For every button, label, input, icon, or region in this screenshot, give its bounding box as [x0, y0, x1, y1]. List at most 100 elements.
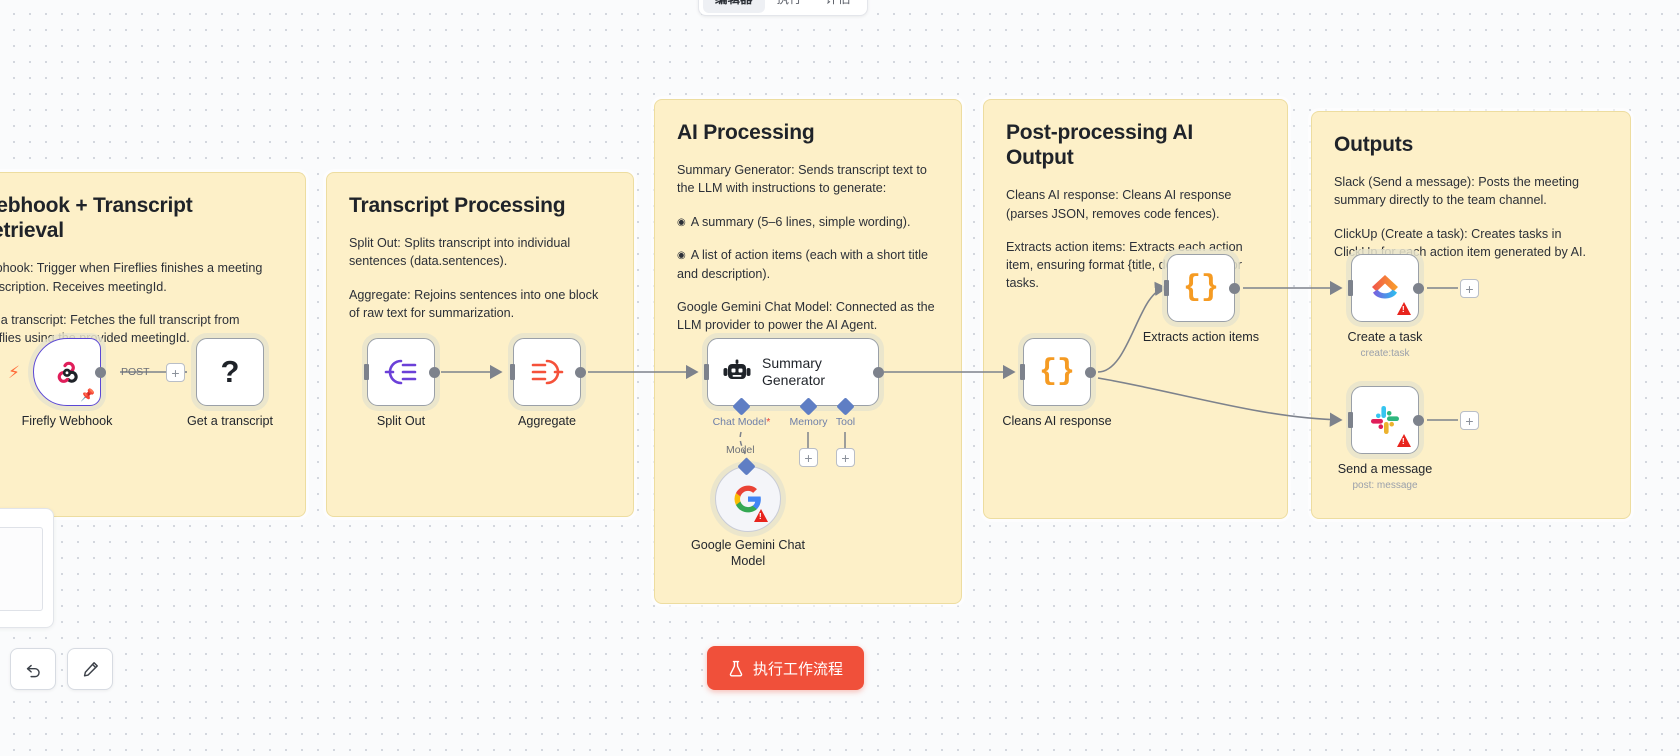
sticky-note-post-processing-ai-output[interactable]: Post-processing AI Output Cleans AI resp… — [983, 99, 1288, 519]
tidy-up-button[interactable] — [67, 648, 113, 690]
undo-button[interactable] — [10, 648, 56, 690]
aggregate-icon — [531, 359, 564, 385]
port-diamond-icon — [799, 397, 818, 416]
execute-workflow-button[interactable]: 执行工作流程 — [707, 646, 865, 690]
node-summary-generator[interactable]: Summary Generator Chat Model* Memory Too… — [704, 338, 884, 428]
tidy-up-icon — [83, 661, 98, 677]
canvas-minimap[interactable] — [0, 508, 54, 628]
node-label: Google Gemini Chat Model — [690, 538, 806, 568]
input-connector[interactable] — [510, 364, 515, 380]
node-google-gemini-chat-model[interactable]: Google Gemini Chat Model — [691, 457, 805, 568]
minimap-viewport[interactable] — [0, 527, 43, 611]
node-get-a-transcript[interactable]: ? Get a transcript — [187, 338, 273, 428]
question-mark-icon: ? — [220, 354, 240, 389]
node-subtitle: create:task — [1360, 348, 1410, 359]
node-create-a-task[interactable]: Create a task create:task — [1348, 254, 1424, 359]
node-box[interactable] — [1348, 254, 1424, 322]
node-box[interactable] — [510, 338, 586, 406]
node-box[interactable]: ? — [196, 338, 264, 406]
node-label: Create a task — [1347, 330, 1423, 344]
sticky-note-ai-processing[interactable]: AI Processing Summary Generator: Sends t… — [654, 99, 962, 604]
input-connector[interactable] — [1348, 280, 1353, 296]
tab-evaluations[interactable]: 评估 — [814, 0, 863, 13]
output-connector[interactable] — [1229, 282, 1240, 294]
add-memory-button[interactable]: + — [799, 448, 818, 467]
sticky-bullet: A list of action items (each with a shor… — [677, 246, 939, 283]
node-firefly-webhook[interactable]: ⚡ 📌 Firefly Webhook — [8, 338, 112, 428]
node-subtitle: post: message — [1352, 480, 1418, 491]
node-split-out[interactable]: Split Out — [364, 338, 440, 428]
warning-icon — [1397, 302, 1411, 315]
input-connector[interactable] — [704, 364, 709, 380]
sticky-paragraph: Webhook: Trigger when Fireflies finishes… — [0, 261, 263, 294]
node-box[interactable] — [364, 338, 440, 406]
tab-editor[interactable]: 编辑器 — [703, 0, 765, 13]
sticky-title: AI Processing — [677, 121, 815, 144]
input-connector[interactable] — [1348, 412, 1353, 428]
output-connector[interactable] — [429, 366, 440, 378]
node-label: Cleans AI response — [1002, 414, 1112, 428]
input-connector[interactable] — [364, 364, 369, 380]
node-label: Summary Generator — [762, 355, 826, 388]
port-memory[interactable]: Memory — [790, 397, 827, 428]
port-label: Tool — [835, 416, 856, 428]
sticky-paragraph: Aggregate: Rejoins sentences into one bl… — [349, 287, 599, 320]
fireflies-webhook-icon — [57, 361, 78, 383]
add-node-button[interactable]: + — [1460, 411, 1479, 430]
node-aggregate[interactable]: Aggregate — [510, 338, 586, 428]
port-tool[interactable]: Tool — [836, 397, 855, 428]
editor-tab-bar: 编辑器 执行 评估 — [698, 0, 868, 16]
tab-executions[interactable]: 执行 — [765, 0, 814, 13]
sticky-title: Post-processing AI Output — [1006, 121, 1193, 170]
clickup-icon — [1372, 275, 1398, 299]
sticky-paragraph: Split Out: Splits transcript into indivi… — [349, 236, 571, 269]
flask-icon — [729, 660, 743, 676]
node-box[interactable] — [1348, 386, 1424, 454]
node-box[interactable]: ⚡ 📌 — [8, 338, 106, 406]
output-connector[interactable] — [1413, 414, 1424, 426]
port-label: Memory — [789, 416, 828, 428]
edge-label-post: POST — [121, 366, 150, 378]
output-connector[interactable] — [1413, 282, 1424, 294]
add-node-button[interactable]: + — [166, 363, 185, 382]
node-label: Firefly Webhook — [21, 414, 113, 428]
edge-label-model: Model — [726, 444, 755, 456]
node-box[interactable]: Summary Generator — [704, 338, 884, 406]
node-label: Get a transcript — [186, 414, 274, 428]
port-label: Chat Model* — [712, 416, 771, 428]
node-label: Aggregate — [517, 414, 577, 428]
node-box[interactable]: {} — [1164, 254, 1240, 322]
pin-icon: 📌 — [80, 388, 95, 402]
sticky-title: Webhook + Transcript Retrieval — [0, 194, 193, 243]
node-box[interactable] — [715, 466, 781, 532]
node-label: Send a message — [1337, 462, 1433, 476]
add-tool-button[interactable]: + — [836, 448, 855, 467]
warning-icon — [1397, 434, 1411, 447]
sticky-title: Outputs — [1334, 133, 1414, 156]
node-box[interactable]: {} — [1020, 338, 1096, 406]
add-node-button[interactable]: + — [1460, 279, 1479, 298]
code-braces-icon: {} — [1182, 271, 1219, 305]
output-connector[interactable] — [575, 366, 586, 378]
node-extracts-action-items[interactable]: {} Extracts action items — [1143, 254, 1259, 344]
port-diamond-icon — [836, 397, 855, 416]
trigger-bolt-icon: ⚡ — [8, 363, 20, 382]
node-label: Extracts action items — [1142, 330, 1260, 344]
output-connector[interactable] — [95, 366, 106, 378]
slack-icon — [1371, 406, 1399, 434]
node-label: Split Out — [376, 414, 426, 428]
undo-icon — [26, 664, 40, 677]
sticky-paragraph: Summary Generator: Sends transcript text… — [677, 163, 927, 196]
split-out-icon — [384, 359, 417, 385]
input-connector[interactable] — [1020, 364, 1025, 380]
port-chat-model[interactable]: Chat Model* — [713, 397, 770, 428]
code-braces-icon: {} — [1038, 355, 1075, 389]
execute-workflow-label: 执行工作流程 — [753, 660, 844, 678]
google-icon — [734, 485, 761, 513]
output-connector[interactable] — [873, 366, 884, 378]
node-cleans-ai-response[interactable]: {} Cleans AI response — [1002, 338, 1112, 428]
node-send-a-message[interactable]: Send a message post: message — [1338, 386, 1432, 491]
sticky-paragraph: Get a transcript: Fetches the full trans… — [0, 312, 240, 346]
input-connector[interactable] — [1164, 280, 1169, 296]
output-connector[interactable] — [1085, 366, 1096, 378]
